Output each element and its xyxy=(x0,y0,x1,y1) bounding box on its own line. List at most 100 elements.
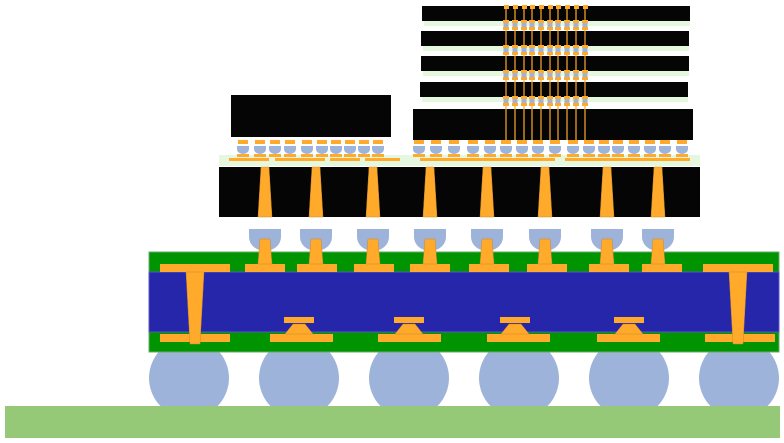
stack-micro-bump xyxy=(529,99,535,103)
stack-micro-bump-pad xyxy=(564,20,570,23)
stack-micro-bump xyxy=(573,73,579,77)
solder-ball xyxy=(699,338,779,418)
stack-micro-bump xyxy=(582,23,588,27)
micro-bump-land xyxy=(628,154,640,157)
tsv-top-pad xyxy=(583,5,588,9)
micro-bump xyxy=(301,146,313,154)
through-silicon-via xyxy=(479,166,495,218)
stack-micro-bump-pad xyxy=(547,52,553,55)
stack-micro-bump-pad xyxy=(538,96,544,99)
stack-micro-bump-pad xyxy=(529,20,535,23)
micro-bump xyxy=(237,146,249,154)
interposer xyxy=(219,167,700,217)
stack-micro-bump-pad xyxy=(521,20,527,23)
substrate-core xyxy=(148,271,780,333)
rdl-trace xyxy=(500,158,555,161)
stack-micro-bump xyxy=(503,48,509,52)
stack-micro-bump-pad xyxy=(512,77,518,80)
stack-micro-bump xyxy=(512,48,518,52)
stack-micro-bump xyxy=(547,99,553,103)
substrate-top-pad xyxy=(297,264,337,272)
stack-micro-bump-pad xyxy=(503,52,509,55)
through-core-via xyxy=(728,271,748,345)
rdl-trace xyxy=(365,158,400,161)
micro-bump xyxy=(659,146,671,154)
tsv-top-pad xyxy=(530,5,535,9)
micro-bump-pad xyxy=(431,140,441,144)
stack-micro-bump-pad xyxy=(573,52,579,55)
stack-micro-bump-pad xyxy=(573,20,579,23)
micro-bump-pad xyxy=(568,140,578,144)
micro-bump-land xyxy=(284,154,296,157)
stack-micro-bump-pad xyxy=(547,70,553,73)
stack-micro-bump-pad xyxy=(512,45,518,48)
substrate-top-pad xyxy=(354,264,394,272)
blind-via xyxy=(614,323,644,335)
micro-bump xyxy=(532,146,544,154)
stack-micro-bump xyxy=(521,99,527,103)
circuit-board xyxy=(5,406,780,438)
stack-micro-bump-pad xyxy=(521,70,527,73)
stack-micro-bump-pad xyxy=(512,27,518,30)
micro-bump xyxy=(430,146,442,154)
via-capture-pad xyxy=(394,317,424,323)
stack-micro-bump xyxy=(573,48,579,52)
memory-die xyxy=(421,56,689,71)
stack-micro-bump-pad xyxy=(547,27,553,30)
stack-micro-bump-pad xyxy=(512,103,518,106)
substrate-top-pad xyxy=(589,264,629,272)
micro-bump-pad xyxy=(238,140,248,144)
micro-bump-land xyxy=(532,154,544,157)
stack-micro-bump xyxy=(564,48,570,52)
stack-micro-bump-pad xyxy=(529,96,535,99)
stack-micro-bump xyxy=(555,23,561,27)
through-silicon-via xyxy=(308,166,324,218)
stack-micro-bump xyxy=(582,48,588,52)
stack-micro-bump-pad xyxy=(573,77,579,80)
micro-bump-pad xyxy=(517,140,527,144)
stack-micro-bump-pad xyxy=(529,27,535,30)
stack-micro-bump-pad xyxy=(521,77,527,80)
micro-bump xyxy=(316,146,328,154)
stack-micro-bump-pad xyxy=(529,52,535,55)
memory-die xyxy=(421,31,689,46)
stack-micro-bump xyxy=(538,99,544,103)
through-silicon-via xyxy=(537,166,553,218)
stack-micro-bump xyxy=(538,48,544,52)
substrate-bottom-pad xyxy=(378,334,441,342)
micro-bump-land xyxy=(500,154,512,157)
tsv-top-pad xyxy=(504,5,509,9)
micro-bump-pad xyxy=(345,140,355,144)
die-bond-layer xyxy=(422,97,688,102)
through-silicon-via xyxy=(365,166,381,218)
micro-bump-land xyxy=(372,154,384,157)
stack-micro-bump-pad xyxy=(555,45,561,48)
solder-ball xyxy=(479,338,559,418)
stack-micro-bump-pad xyxy=(582,45,588,48)
stack-micro-bump xyxy=(573,23,579,27)
stack-micro-bump-pad xyxy=(538,20,544,23)
substrate-bottom-pad xyxy=(597,334,660,342)
micro-bump-pad xyxy=(331,140,341,144)
stack-micro-bump xyxy=(521,48,527,52)
stack-micro-bump xyxy=(555,48,561,52)
micro-bump-pad xyxy=(373,140,383,144)
micro-bump-land xyxy=(598,154,610,157)
tsv-top-pad xyxy=(522,5,527,9)
stack-micro-bump-pad xyxy=(538,27,544,30)
micro-bump-pad xyxy=(599,140,609,144)
stack-micro-bump-pad xyxy=(512,52,518,55)
micro-bump xyxy=(284,146,296,154)
micro-bump-land xyxy=(430,154,442,157)
substrate-top-pad xyxy=(703,264,773,272)
substrate-top-pad xyxy=(160,264,230,272)
micro-bump-land xyxy=(516,154,528,157)
solder-ball xyxy=(149,338,229,418)
micro-bump xyxy=(676,146,688,154)
stack-micro-bump-pad xyxy=(512,20,518,23)
stack-micro-bump-pad xyxy=(573,45,579,48)
stack-micro-bump xyxy=(538,73,544,77)
stack-micro-bump-pad xyxy=(573,103,579,106)
stack-micro-bump-pad xyxy=(538,52,544,55)
